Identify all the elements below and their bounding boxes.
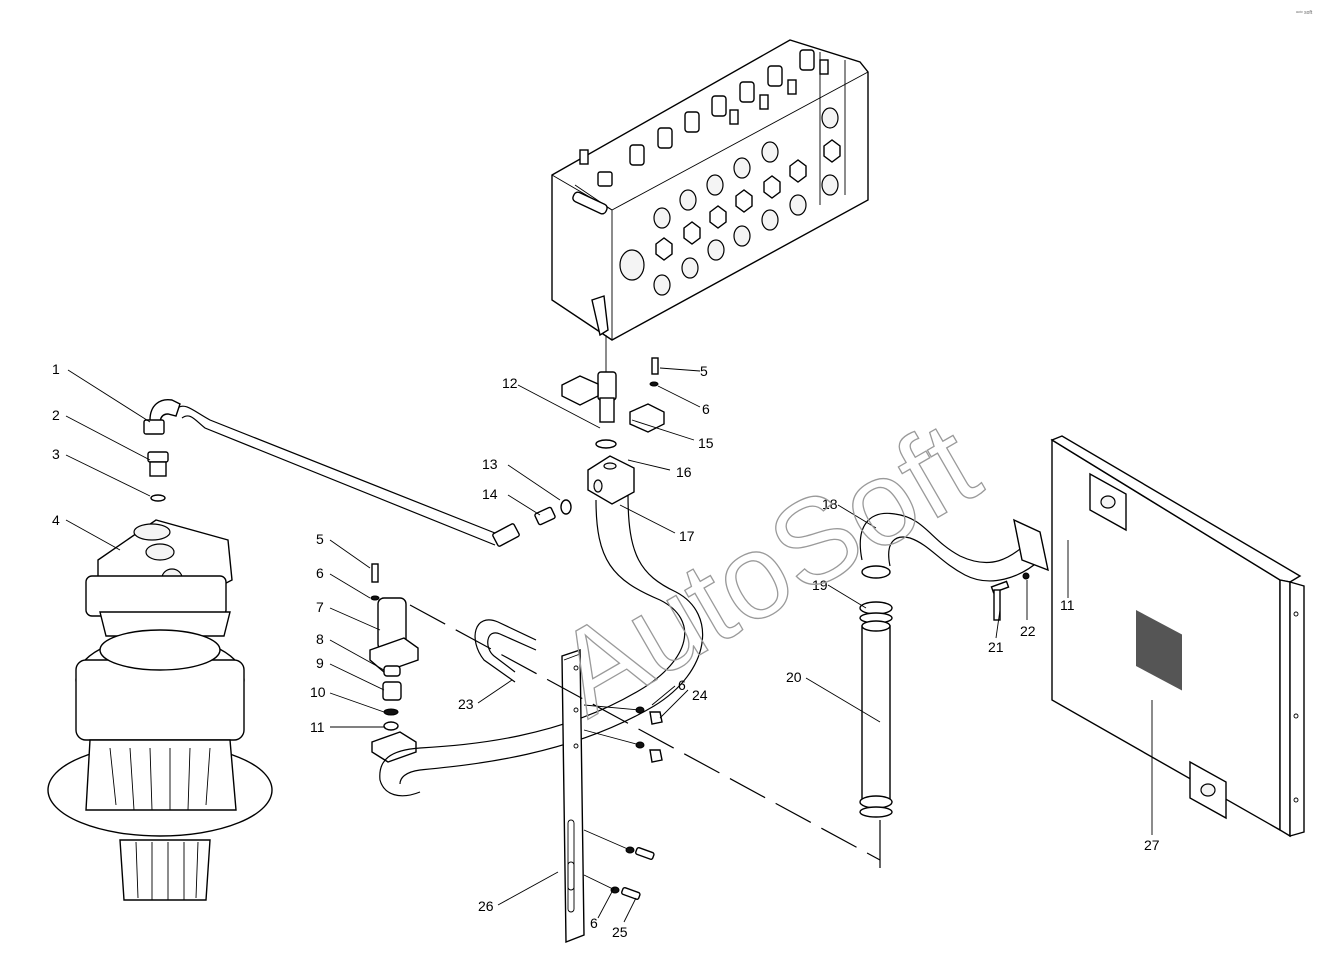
- callout-23: 23: [458, 696, 474, 712]
- swing-motor: [47, 519, 273, 901]
- callout-6: 6: [702, 401, 710, 417]
- callout-12: 12: [502, 375, 518, 391]
- callout-5: 5: [700, 363, 708, 379]
- callout-25: 25: [612, 924, 628, 940]
- corner-logo: ᵃᵘᵗᵒ soft: [1296, 10, 1313, 16]
- leader-lines: [65, 367, 1153, 923]
- callout-labels: 1 2 3 4 5 6 7 8 9 10 11 12 5 6 15 16 13 …: [52, 361, 1160, 940]
- callout-6: 6: [316, 565, 324, 581]
- swivel-fittings: [534, 335, 665, 526]
- callout-9: 9: [316, 655, 324, 671]
- callout-16: 16: [676, 464, 692, 480]
- callout-11: 11: [1060, 597, 1075, 613]
- assembly-line: [409, 604, 881, 861]
- callout-7: 7: [316, 599, 324, 615]
- cooler-hose: [859, 512, 1076, 818]
- hose-assembly: [143, 398, 520, 547]
- callout-6: 6: [590, 915, 598, 931]
- callout-18: 18: [822, 496, 838, 512]
- callout-5: 5: [316, 531, 324, 547]
- callout-19: 19: [812, 577, 828, 593]
- callout-1: 1: [52, 361, 60, 377]
- control-valve: [551, 39, 869, 341]
- callout-17: 17: [679, 528, 695, 544]
- callout-2: 2: [52, 407, 60, 423]
- callout-4: 4: [52, 512, 60, 528]
- bracket-assembly: [474, 619, 663, 944]
- callout-27: 27: [1144, 837, 1160, 853]
- callout-8: 8: [316, 631, 324, 647]
- callout-24: 24: [692, 687, 708, 703]
- callout-13: 13: [482, 456, 498, 472]
- callout-21: 21: [988, 639, 1004, 655]
- oil-cooler: [1050, 435, 1305, 838]
- callout-20: 20: [786, 669, 802, 685]
- callout-11: 11: [310, 719, 325, 735]
- callout-3: 3: [52, 446, 60, 462]
- callout-22: 22: [1020, 623, 1036, 639]
- callout-14: 14: [482, 486, 498, 502]
- filter-stack: [369, 563, 419, 763]
- callout-26: 26: [478, 898, 494, 914]
- callout-15: 15: [698, 435, 714, 451]
- callout-6: 6: [678, 677, 686, 693]
- callout-10: 10: [310, 684, 326, 700]
